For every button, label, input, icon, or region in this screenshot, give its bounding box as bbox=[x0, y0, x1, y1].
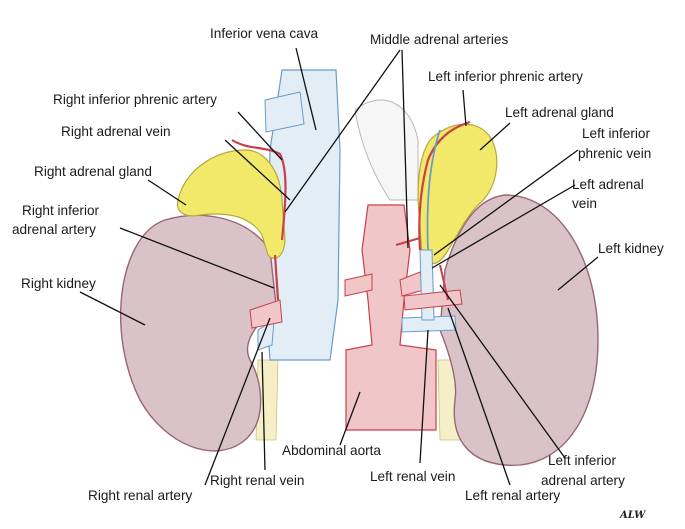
abdominal-aorta bbox=[345, 204, 437, 431]
leader-right-renal-vein bbox=[261, 351, 266, 471]
label-left-renal-artery: Left renal artery bbox=[465, 488, 560, 503]
leader-inferior-vena-cava bbox=[295, 47, 317, 131]
label-left-adrenal-vein-1: Left adrenal bbox=[572, 177, 644, 192]
label-right-renal-artery: Right renal artery bbox=[88, 488, 192, 503]
label-left-inferior-phrenic-artery: Left inferior phrenic artery bbox=[428, 69, 583, 84]
right-inferior-phrenic-artery-vessel bbox=[231, 139, 287, 241]
leader-left-renal-vein bbox=[419, 329, 429, 464]
label-right-adrenal-vein: Right adrenal vein bbox=[61, 124, 171, 139]
label-left-kidney: Left kidney bbox=[598, 241, 664, 256]
label-right-kidney: Right kidney bbox=[21, 276, 96, 291]
hepatic-vein-stub bbox=[264, 91, 305, 133]
left-adrenal-gland bbox=[417, 123, 498, 265]
label-abdominal-aorta: Abdominal aorta bbox=[282, 443, 381, 458]
left-kidney bbox=[439, 194, 599, 466]
leader-right-adrenal-vein bbox=[224, 139, 291, 201]
label-right-inferior-adrenal-artery-2: adrenal artery bbox=[12, 222, 96, 237]
diaphragm-crus bbox=[354, 99, 419, 201]
label-right-renal-vein: Right renal vein bbox=[210, 473, 304, 488]
leader-left-kidney bbox=[557, 256, 599, 291]
label-inferior-vena-cava: Inferior vena cava bbox=[210, 26, 318, 41]
label-left-adrenal-vein-2: vein bbox=[572, 196, 597, 211]
leader-right-inferior-phrenic-artery bbox=[237, 111, 283, 161]
label-left-inferior-adrenal-artery-1: Left inferior bbox=[548, 453, 616, 468]
leader-right-renal-artery bbox=[204, 317, 271, 486]
label-left-inferior-phrenic-vein-1: Left inferior bbox=[582, 126, 650, 141]
leader-left-adrenal-vein bbox=[431, 184, 576, 269]
leader-middle-adrenal-1 bbox=[284, 49, 401, 213]
leader-left-adrenal-gland bbox=[479, 122, 511, 151]
right-inferior-adrenal-artery-vessel bbox=[273, 254, 280, 301]
leader-left-inferior-phrenic-vein bbox=[433, 149, 579, 256]
label-left-inferior-phrenic-vein-2: phrenic vein bbox=[578, 146, 651, 161]
leader-abdominal-aorta bbox=[339, 391, 361, 446]
leader-lines bbox=[79, 47, 599, 486]
label-left-renal-vein: Left renal vein bbox=[370, 469, 455, 484]
left-inferior-phrenic-artery-vessel bbox=[418, 120, 471, 251]
label-right-adrenal-gland: Right adrenal gland bbox=[34, 164, 152, 179]
leader-right-kidney bbox=[79, 291, 146, 326]
leader-left-renal-artery bbox=[447, 307, 511, 486]
leader-right-adrenal-gland bbox=[147, 179, 187, 206]
left-adrenal-vein-shape bbox=[419, 249, 435, 321]
label-left-adrenal-gland: Left adrenal gland bbox=[505, 105, 614, 120]
label-right-inferior-phrenic-artery: Right inferior phrenic artery bbox=[53, 92, 217, 107]
leader-middle-adrenal-2 bbox=[401, 49, 409, 249]
left-inferior-phrenic-vein-vessel bbox=[426, 129, 441, 251]
right-renal-artery-shape bbox=[249, 299, 283, 329]
right-adrenal-gland bbox=[176, 149, 286, 259]
label-left-inferior-adrenal-artery-2: adrenal artery bbox=[541, 473, 625, 488]
label-right-inferior-adrenal-artery-1: Right inferior bbox=[22, 203, 100, 218]
leader-right-inferior-adrenal-artery bbox=[119, 227, 275, 289]
leader-left-inferior-phrenic-artery bbox=[462, 89, 467, 127]
artist-signature: ALW bbox=[619, 510, 647, 521]
label-middle-adrenal-arteries: Middle adrenal arteries bbox=[370, 32, 508, 47]
leader-left-inferior-adrenal-artery bbox=[439, 284, 566, 459]
right-kidney bbox=[120, 214, 277, 452]
celiac-branch bbox=[344, 273, 373, 297]
